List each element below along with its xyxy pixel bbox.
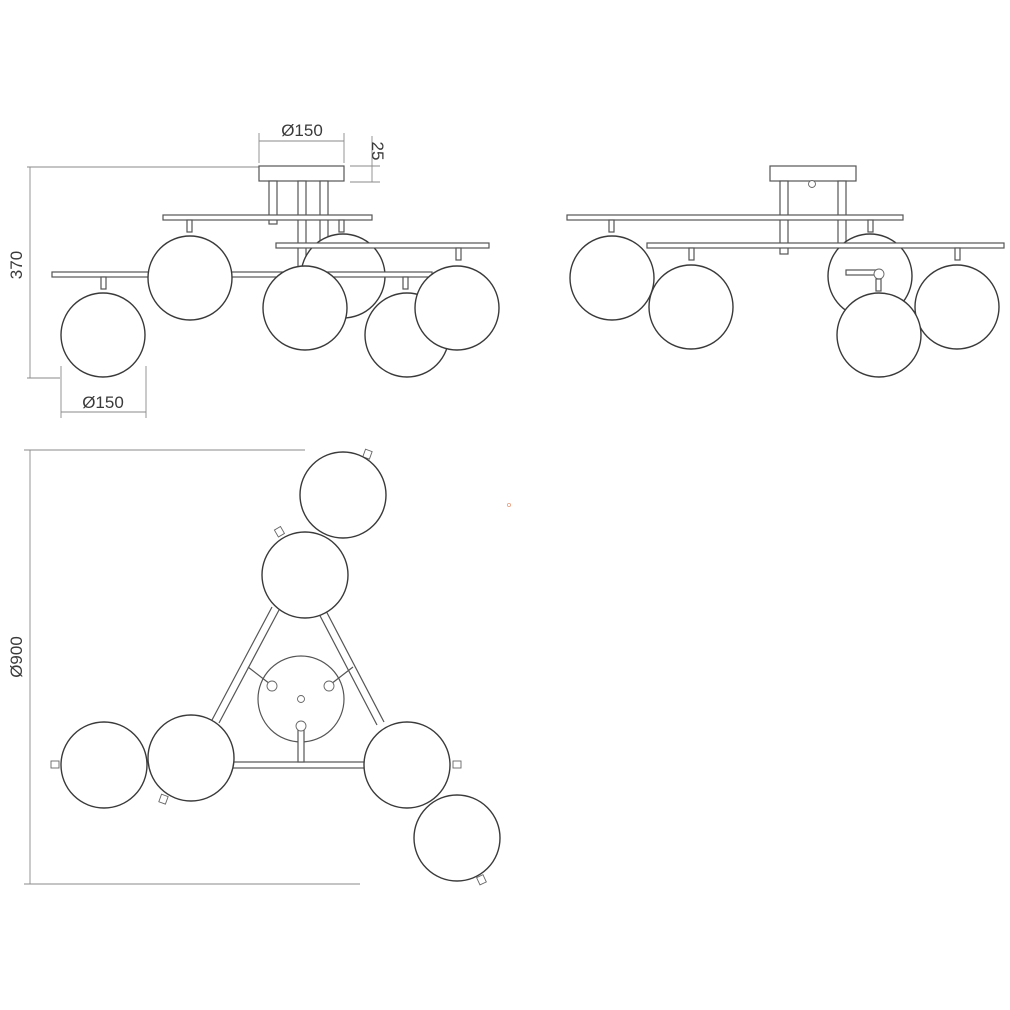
dimension-globe-diameter: Ø150 (60, 366, 147, 418)
dim-label-overall-height: 370 (7, 251, 26, 279)
arm-bar (646, 242, 1005, 249)
arm-bar (275, 242, 490, 249)
frame-bar (316, 609, 378, 726)
globe-holder (867, 219, 874, 233)
frame-bar (218, 609, 280, 724)
glass-globe (413, 794, 501, 882)
glass-globe (147, 714, 235, 802)
arm-bar (51, 271, 433, 278)
glass-globe (60, 721, 148, 809)
glass-globe (363, 721, 451, 809)
globe-holder (100, 276, 107, 290)
glass-globe (648, 264, 734, 350)
arm-bar (566, 214, 904, 221)
connector (330, 666, 354, 685)
dim-label-overall-diameter: Ø900 (7, 636, 26, 678)
stray-marker (506, 502, 511, 507)
connector-knob (266, 680, 278, 692)
globe-tab (158, 793, 169, 805)
connector (247, 666, 271, 685)
glass-globe (836, 292, 922, 378)
top-view: Ø900 (7, 448, 501, 886)
side-view-profile (566, 165, 1005, 378)
side-view-front: Ø150 25 370 Ø150 (7, 121, 500, 418)
frame-bar (231, 761, 367, 769)
globe-holder (402, 276, 409, 290)
frame-bar (323, 606, 385, 723)
glass-globe (262, 265, 348, 351)
arm-bar (162, 214, 373, 221)
globe-holder (688, 247, 695, 261)
globe-holder (608, 219, 615, 233)
dimension-canopy-width: Ø150 (258, 121, 345, 163)
stem (268, 180, 278, 225)
glass-globe (914, 264, 1000, 350)
globe-holder (186, 219, 193, 233)
joint (873, 268, 885, 280)
mount-screw (808, 180, 816, 188)
globe-holder (455, 247, 462, 261)
connector (297, 727, 305, 763)
globe-holder (875, 278, 882, 292)
globe-tab (273, 525, 286, 538)
globe-tab (475, 874, 487, 886)
glass-globe (147, 235, 233, 321)
glass-globe (299, 451, 387, 539)
center-screw (297, 695, 305, 703)
dimension-overall-diameter: Ø900 (7, 449, 360, 885)
ceiling-canopy (258, 165, 345, 182)
frame-bar (211, 606, 273, 721)
glass-globe (569, 235, 655, 321)
globe-tab (50, 760, 60, 769)
glass-globe (60, 292, 146, 378)
dim-label-canopy-height: 25 (368, 142, 387, 161)
glass-globe (414, 265, 500, 351)
dim-label-canopy-diameter: Ø150 (281, 121, 323, 140)
dim-label-globe-diameter: Ø150 (82, 393, 124, 412)
connector-knob (323, 680, 335, 692)
ceiling-canopy (769, 165, 857, 182)
connector-knob (295, 720, 307, 732)
dimension-overall-height: 370 (7, 166, 259, 379)
dimension-canopy-height: 25 (350, 136, 387, 183)
globe-holder (954, 247, 961, 261)
glass-globe (261, 531, 349, 619)
globe-holder (338, 219, 345, 233)
globe-tab (452, 760, 462, 769)
arm-bar (845, 269, 879, 276)
